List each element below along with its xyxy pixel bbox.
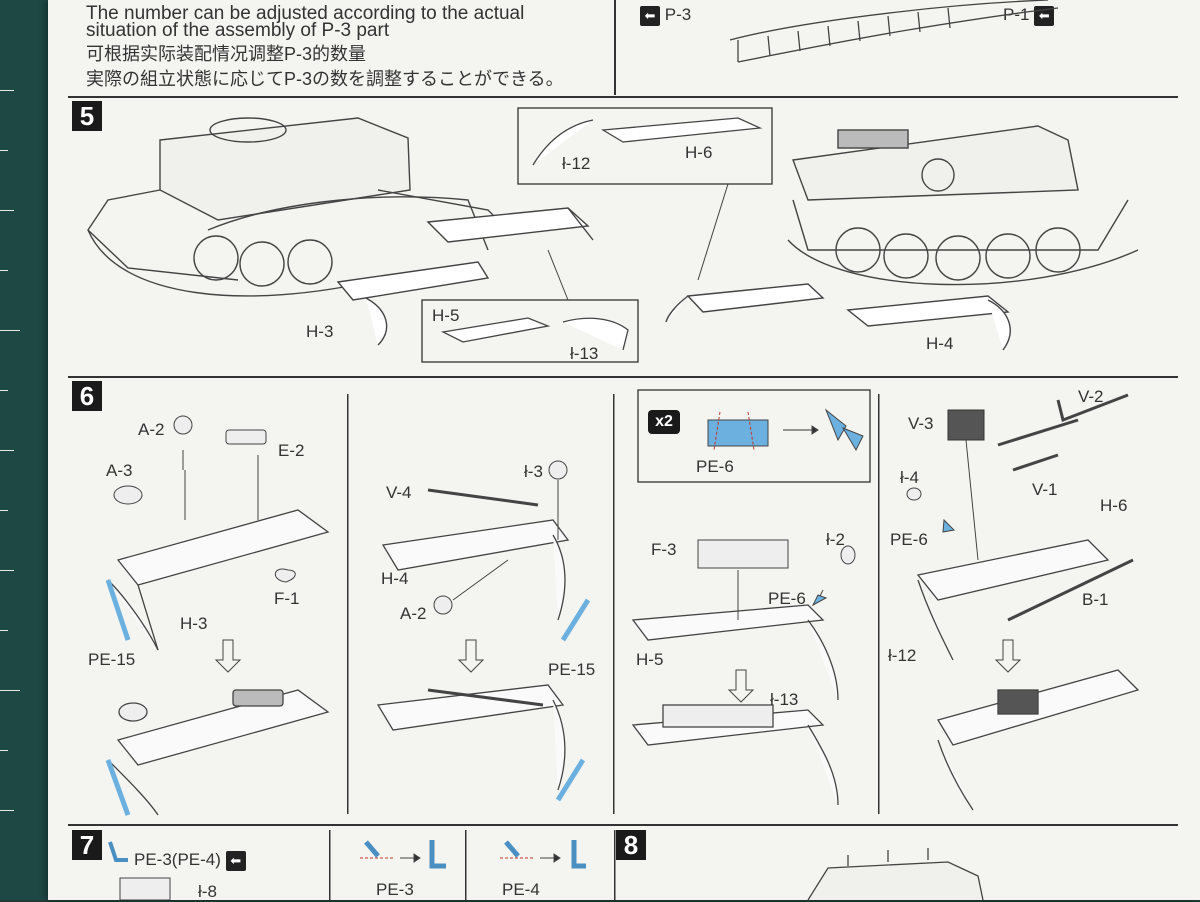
divider xyxy=(614,0,616,95)
note-english-line1: The number can be adjusted according to … xyxy=(86,3,525,24)
pe3-pe4-text: PE-3(PE-4) xyxy=(134,850,221,869)
mat-tick xyxy=(0,150,8,151)
pe4-fold-diagram xyxy=(500,840,586,869)
part-label-h3: H-3 xyxy=(180,614,208,633)
part-label-pe6-fold: PE-6 xyxy=(696,457,734,476)
part-label-h4: H-4 xyxy=(381,569,409,588)
part-label-f1: F-1 xyxy=(274,589,300,608)
step5-fender-h4 xyxy=(846,295,1011,351)
step5-fender-right-assembly xyxy=(426,207,594,243)
page-ref-icon: ⬅ xyxy=(225,850,246,871)
track-links-drawing xyxy=(729,0,1059,63)
part-label-e2: E-2 xyxy=(278,441,305,460)
part-label-f3: F-3 xyxy=(651,540,677,559)
step6c-fender-h5 xyxy=(631,604,839,701)
cutting-mat xyxy=(0,0,52,900)
part-label-b1: B-1 xyxy=(1082,590,1109,609)
part-label-i12-d: ł-12 xyxy=(888,646,917,665)
note-chinese: 可根据实际装配情况调整P-3的数量 xyxy=(86,44,367,64)
step6a-result xyxy=(105,689,330,816)
mat-tick xyxy=(0,750,8,751)
step6b-result xyxy=(376,684,586,802)
part-label-h4: H-4 xyxy=(926,334,954,353)
pe3-fold-diagram xyxy=(360,840,446,869)
part-label-i12: ł-12 xyxy=(562,154,591,173)
part-label-pe4: PE-4 xyxy=(502,880,540,899)
step-number-7: 7 xyxy=(72,830,102,860)
part-label-i4: ł-4 xyxy=(900,468,919,487)
step-number-6: 6 xyxy=(72,381,102,411)
part-label-pe3: PE-3 xyxy=(376,880,414,899)
part-label-v4: V-4 xyxy=(386,483,412,502)
illustrations xyxy=(68,0,1178,900)
step6b-fender-h4 xyxy=(381,519,591,642)
step6d-fender-h6 xyxy=(916,539,1110,661)
quantity-badge-x2: x2 xyxy=(648,410,680,434)
part-label-h5: H-5 xyxy=(432,306,460,325)
part-label-pe15: PE-15 xyxy=(88,650,136,669)
step5-callout-h5 xyxy=(440,317,629,351)
mat-tick xyxy=(0,210,14,211)
part-label-pe3-pe4: PE-3(PE-4) ⬅ xyxy=(134,850,246,871)
step5-fender-h3 xyxy=(336,261,490,346)
mat-tick xyxy=(0,510,8,511)
part-label-h6: H-6 xyxy=(685,143,713,162)
mat-tick xyxy=(0,390,8,391)
mat-tick xyxy=(0,810,14,811)
instruction-sheet: The number can be adjusted according to … xyxy=(48,0,1200,901)
step-number-8: 8 xyxy=(616,830,646,860)
part-label-v3: V-3 xyxy=(908,414,934,433)
part-label-v2: V-2 xyxy=(1078,387,1104,406)
step6a-fender-h3 xyxy=(105,509,330,651)
part-label-i13: ł-13 xyxy=(570,344,599,363)
part-label-i3: ł-3 xyxy=(524,462,543,481)
step5-hull-left xyxy=(87,117,509,297)
part-label-i13-c: ł-13 xyxy=(770,690,799,709)
part-label-a2: A-2 xyxy=(138,420,165,439)
part-label-i2: ł-2 xyxy=(826,530,845,549)
part-label-pe15-b: PE-15 xyxy=(548,660,596,679)
step6c-result xyxy=(631,704,839,806)
note-japanese: 実際の組立状態に応じてP-3の数を調整することができる。 xyxy=(86,69,564,89)
mat-tick xyxy=(0,690,20,691)
part-label-i8: ł-8 xyxy=(198,882,217,901)
part-label-pe6-d: PE-6 xyxy=(890,530,928,549)
part-label-a3: A-3 xyxy=(106,461,133,480)
step8-hull-sketch xyxy=(807,848,984,900)
step5-hull-right xyxy=(787,125,1139,286)
part-label-h5: H-5 xyxy=(636,650,664,669)
ref-right-label: P-1 xyxy=(1003,5,1030,24)
mat-tick xyxy=(0,270,8,271)
part-label-pe6: PE-6 xyxy=(768,589,806,608)
step6d-result xyxy=(937,669,1140,811)
mat-tick xyxy=(0,630,8,631)
mat-tick xyxy=(0,570,14,571)
mat-tick xyxy=(0,450,14,451)
part-label-a2-b: A-2 xyxy=(400,604,427,623)
ref-left-label: P-3 xyxy=(664,5,692,24)
part-label-v1: V-1 xyxy=(1032,480,1058,499)
mat-tick xyxy=(0,90,14,91)
mat-tick xyxy=(0,330,20,331)
ref-left: ⬅ P-3 xyxy=(640,5,691,26)
part-label-h3: H-3 xyxy=(306,322,334,341)
step5-fender-h6-fit xyxy=(665,283,825,323)
part-label-h6-d: H-6 xyxy=(1100,496,1128,515)
step5-callout-h6 xyxy=(532,117,763,166)
pe6-fold-diagram xyxy=(707,408,864,452)
page-ref-icon: ⬅ xyxy=(640,5,660,26)
note-english-line2: situation of the assembly of P-3 part xyxy=(86,20,390,41)
step-number-5: 5 xyxy=(72,101,102,131)
